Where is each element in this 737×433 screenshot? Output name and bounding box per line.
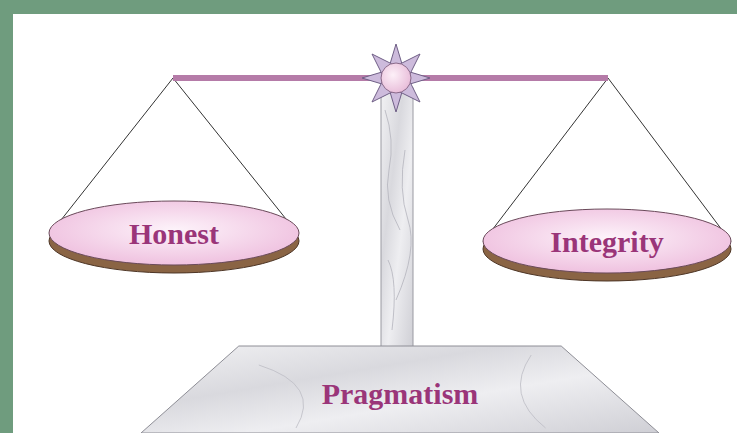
node-label: Integrity: [550, 225, 663, 258]
frame-band: [0, 0, 13, 433]
pivot-star: [362, 44, 430, 112]
marble-pillar: [381, 88, 413, 348]
node-label: Pragmatism: [322, 377, 479, 410]
scale-pan: Honest: [48, 200, 300, 274]
node-label: Honest: [129, 217, 219, 250]
marble-veins: [385, 110, 411, 330]
scale-pan: Integrity: [482, 208, 732, 282]
scale-base: Pragmatism: [140, 345, 660, 433]
frame-band: [0, 0, 737, 14]
